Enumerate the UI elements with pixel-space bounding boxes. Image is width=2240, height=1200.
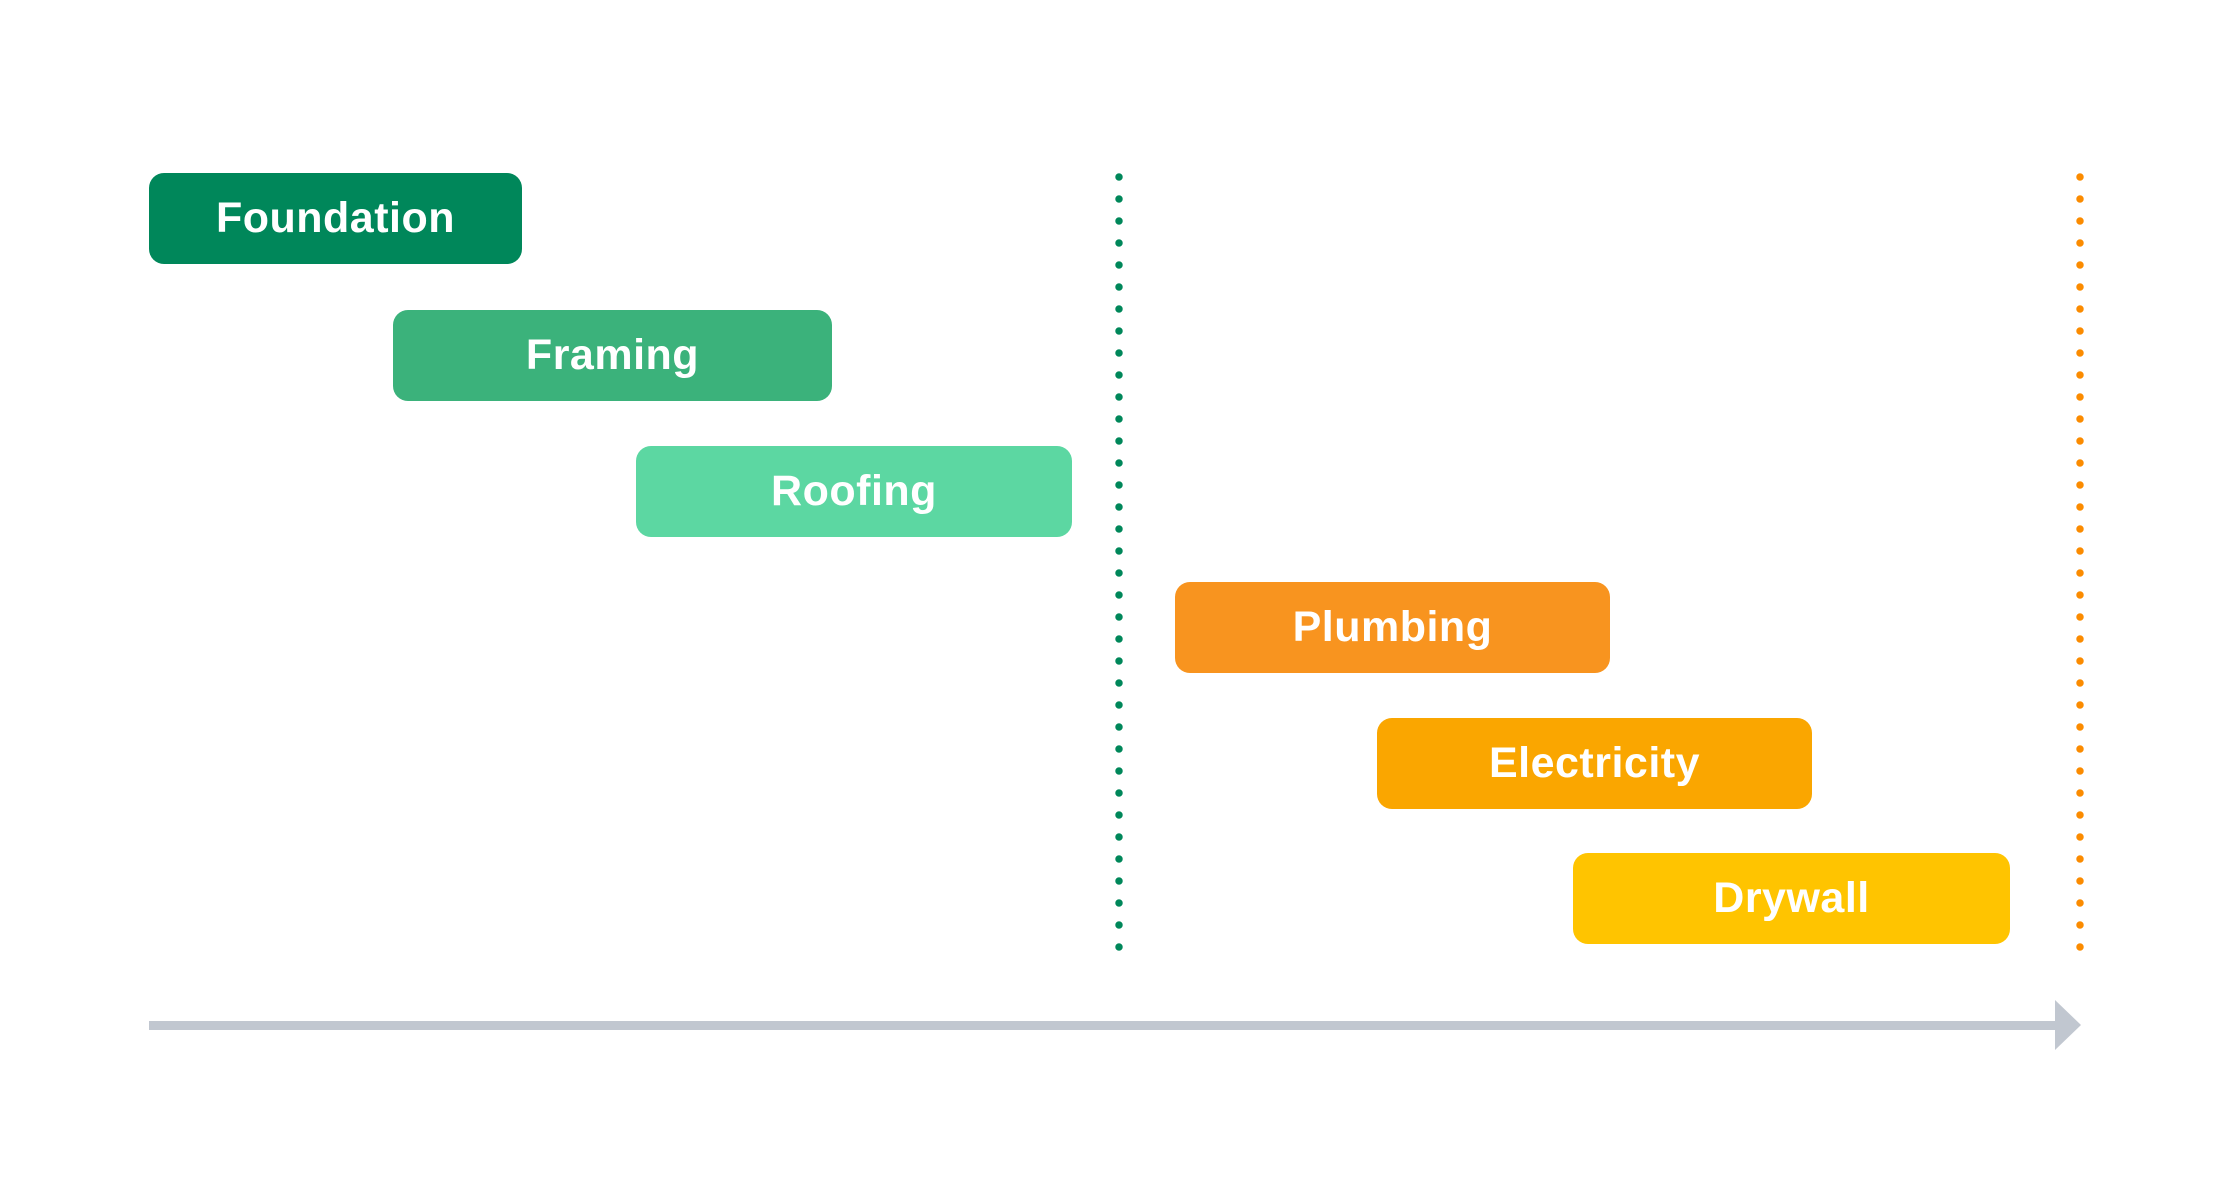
task-label-drywall: Drywall	[1713, 874, 1870, 922]
task-bar-drywall[interactable]: Drywall	[1573, 853, 2010, 944]
milestone-dotted-line-green[interactable]	[1115, 166, 1123, 952]
timeline-arrowhead-icon	[2055, 1000, 2081, 1050]
task-bar-framing[interactable]: Framing	[393, 310, 832, 401]
task-bar-roofing[interactable]: Roofing	[636, 446, 1072, 537]
task-bar-electricity[interactable]: Electricity	[1377, 718, 1812, 809]
timeline-axis-line	[149, 1021, 2058, 1030]
task-label-framing: Framing	[525, 331, 700, 379]
milestone-dotted-line-orange[interactable]	[2076, 166, 2084, 952]
task-label-roofing: Roofing	[771, 467, 937, 515]
task-bar-plumbing[interactable]: Plumbing	[1175, 582, 1610, 673]
task-label-plumbing: Plumbing	[1292, 603, 1493, 651]
task-label-electricity: Electricity	[1488, 739, 1701, 787]
task-bar-foundation[interactable]: Foundation	[149, 173, 522, 264]
task-label-foundation: Foundation	[215, 194, 456, 242]
